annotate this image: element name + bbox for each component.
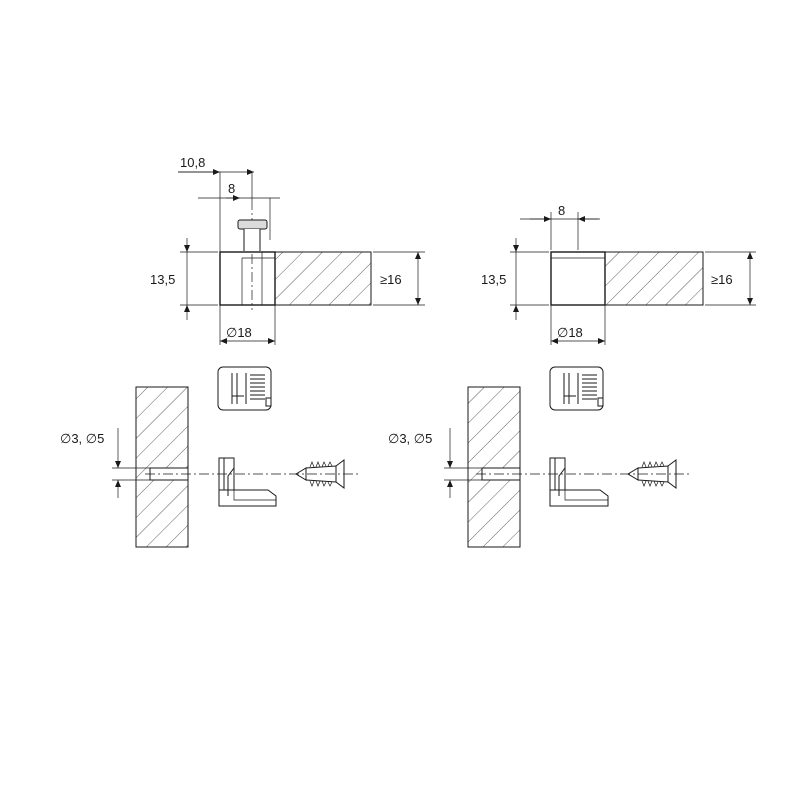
left-bore — [220, 252, 275, 305]
right-dim-hole: ∅3, ∅5 — [388, 431, 432, 446]
right-dim-thickness: ≥16 — [711, 272, 733, 287]
left-dim-top-width: 10,8 — [180, 155, 205, 170]
right-section-view: 8 13,5 ≥16 ∅18 — [481, 203, 756, 345]
left-dim-diameter: ∅18 — [226, 325, 252, 340]
left-section-view: 10,8 8 13,5 ≥16 ∅18 — [150, 155, 425, 345]
right-screw — [627, 459, 677, 489]
left-dim-hole: ∅3, ∅5 — [60, 431, 104, 446]
left-pin-part — [237, 219, 268, 251]
right-dim-diameter: ∅18 — [557, 325, 583, 340]
left-dim-height: 13,5 — [150, 272, 175, 287]
left-connector-top-view — [217, 366, 272, 411]
left-dim-thickness: ≥16 — [380, 272, 402, 287]
left-connector-side-view — [218, 457, 277, 507]
right-wall-section — [467, 386, 521, 548]
left-panel-hatched — [275, 252, 371, 305]
right-connector-side-view — [549, 457, 609, 507]
right-hole-dimension: ∅3, ∅5 — [388, 428, 482, 498]
right-dim-height: 13,5 — [481, 272, 506, 287]
right-connector-top-view — [549, 366, 604, 411]
left-hole-dimension: ∅3, ∅5 — [60, 428, 150, 498]
left-dim-inner-width: 8 — [228, 181, 235, 196]
left-screw — [295, 459, 345, 489]
left-wall-section — [135, 386, 189, 548]
right-dim-inner-width: 8 — [558, 203, 565, 218]
